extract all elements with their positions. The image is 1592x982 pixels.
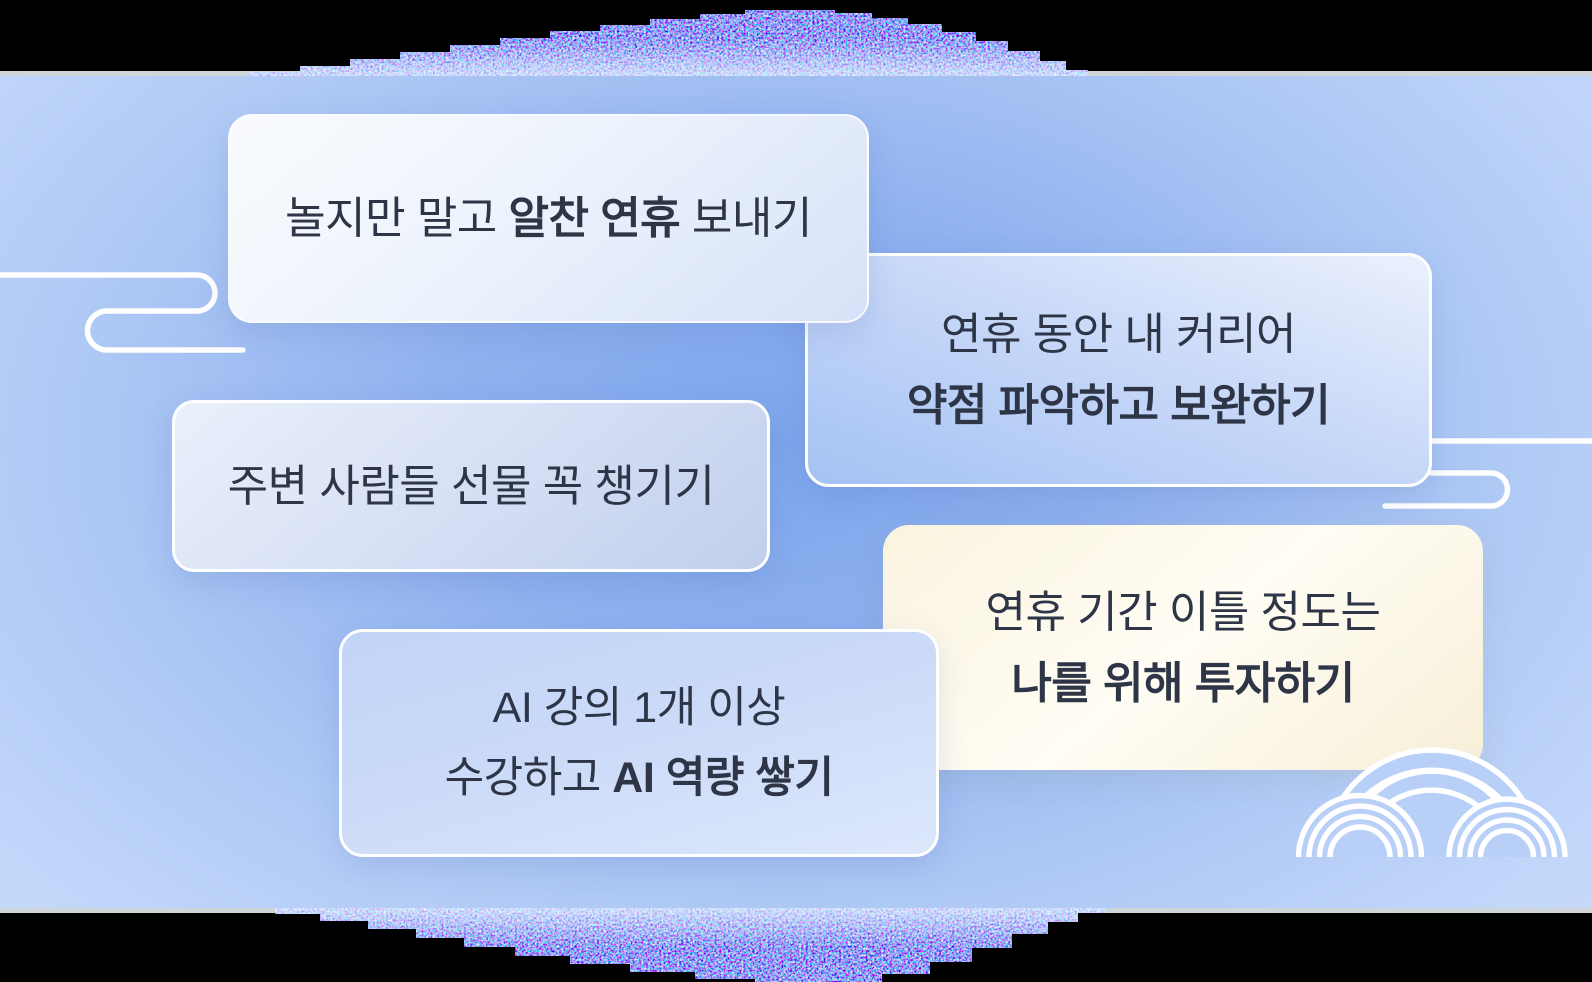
text-segment: 알찬 연휴 xyxy=(508,194,681,243)
card-self-investment: 연휴 기간 이틀 정도는 나를 위해 투자하기 xyxy=(883,525,1483,770)
card-text-line: 약점 파악하고 보완하기 xyxy=(906,370,1331,441)
card-text-line: 연휴 기간 이틀 정도는 xyxy=(985,577,1382,648)
card-holiday-plan: 놀지만 말고 알찬 연휴 보내기 xyxy=(228,114,869,323)
card-text-line: 놀지만 말고 알찬 연휴 보내기 xyxy=(285,183,812,254)
text-segment: 나를 위해 투자하기 xyxy=(1011,658,1355,708)
card-gift: 주변 사람들 선물 꼭 챙기기 xyxy=(172,400,770,572)
text-segment: AI 강의 1개 이상 xyxy=(492,684,786,732)
text-segment: 약점 파악하고 보완하기 xyxy=(906,381,1331,430)
card-career-weakness: 연휴 동안 내 커리어 약점 파악하고 보완하기 xyxy=(805,253,1432,487)
glitch-noise-band-top xyxy=(250,10,1088,76)
text-segment: 연휴 기간 이틀 정도는 xyxy=(985,587,1382,637)
text-segment: AI 역량 쌓기 xyxy=(612,754,834,802)
text-segment: 연휴 동안 내 커리어 xyxy=(940,310,1297,359)
text-segment: 보내기 xyxy=(680,194,812,243)
top-divider-line xyxy=(0,71,1592,76)
card-text-line: 연휴 동안 내 커리어 xyxy=(940,299,1297,370)
text-segment: 수강하고 xyxy=(444,754,613,802)
card-text-line: 주변 사람들 선물 꼭 챙기기 xyxy=(228,451,715,522)
text-segment: 놀지만 말고 xyxy=(285,194,509,243)
card-text-line: 수강하고 AI 역량 쌓기 xyxy=(445,743,834,813)
text-segment: 주변 사람들 선물 꼭 챙기기 xyxy=(227,461,715,511)
card-text-line: AI 강의 1개 이상 xyxy=(493,673,786,743)
card-text-line: 나를 위해 투자하기 xyxy=(1011,648,1355,719)
bottom-divider-line xyxy=(0,908,1592,913)
card-ai-course: AI 강의 1개 이상 수강하고 AI 역량 쌓기 xyxy=(339,629,939,857)
